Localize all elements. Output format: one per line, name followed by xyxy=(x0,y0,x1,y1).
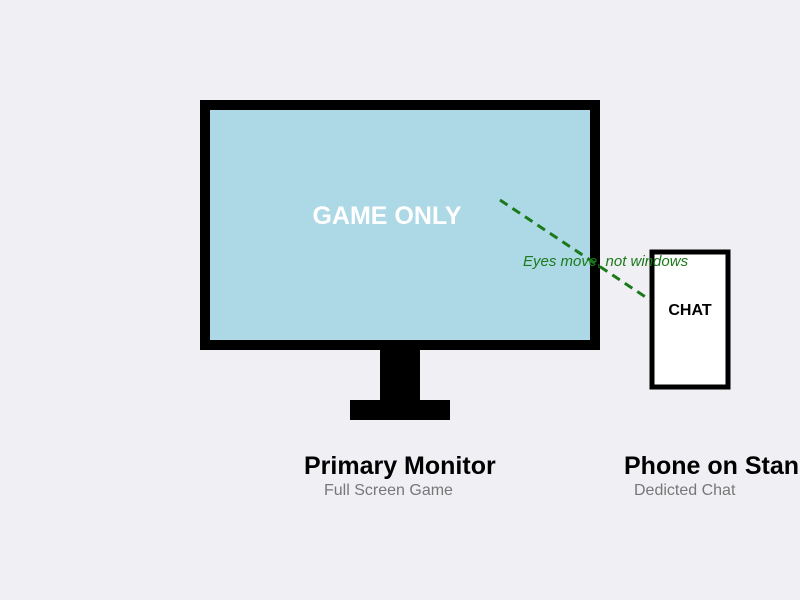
phone-device: CHAT xyxy=(649,249,731,390)
monitor-subtitle: Full Screen Game xyxy=(324,482,453,499)
phone-subtitle: Dedicted Chat xyxy=(634,482,736,499)
phone-screen xyxy=(649,249,731,390)
monitor-screen-text: GAME ONLY xyxy=(312,202,461,230)
monitor-base xyxy=(350,400,450,420)
primary-monitor: GAME ONLY xyxy=(200,100,600,420)
annotation-text: Eyes move, not windows xyxy=(523,253,689,270)
eye-movement-line xyxy=(499,198,651,302)
monitor-title: Primary Monitor xyxy=(304,452,496,480)
monitor-neck xyxy=(380,350,420,400)
phone-screen-text: CHAT xyxy=(668,302,711,319)
monitor-screen xyxy=(200,100,600,350)
phone-title: Phone on Stand xyxy=(624,452,800,480)
